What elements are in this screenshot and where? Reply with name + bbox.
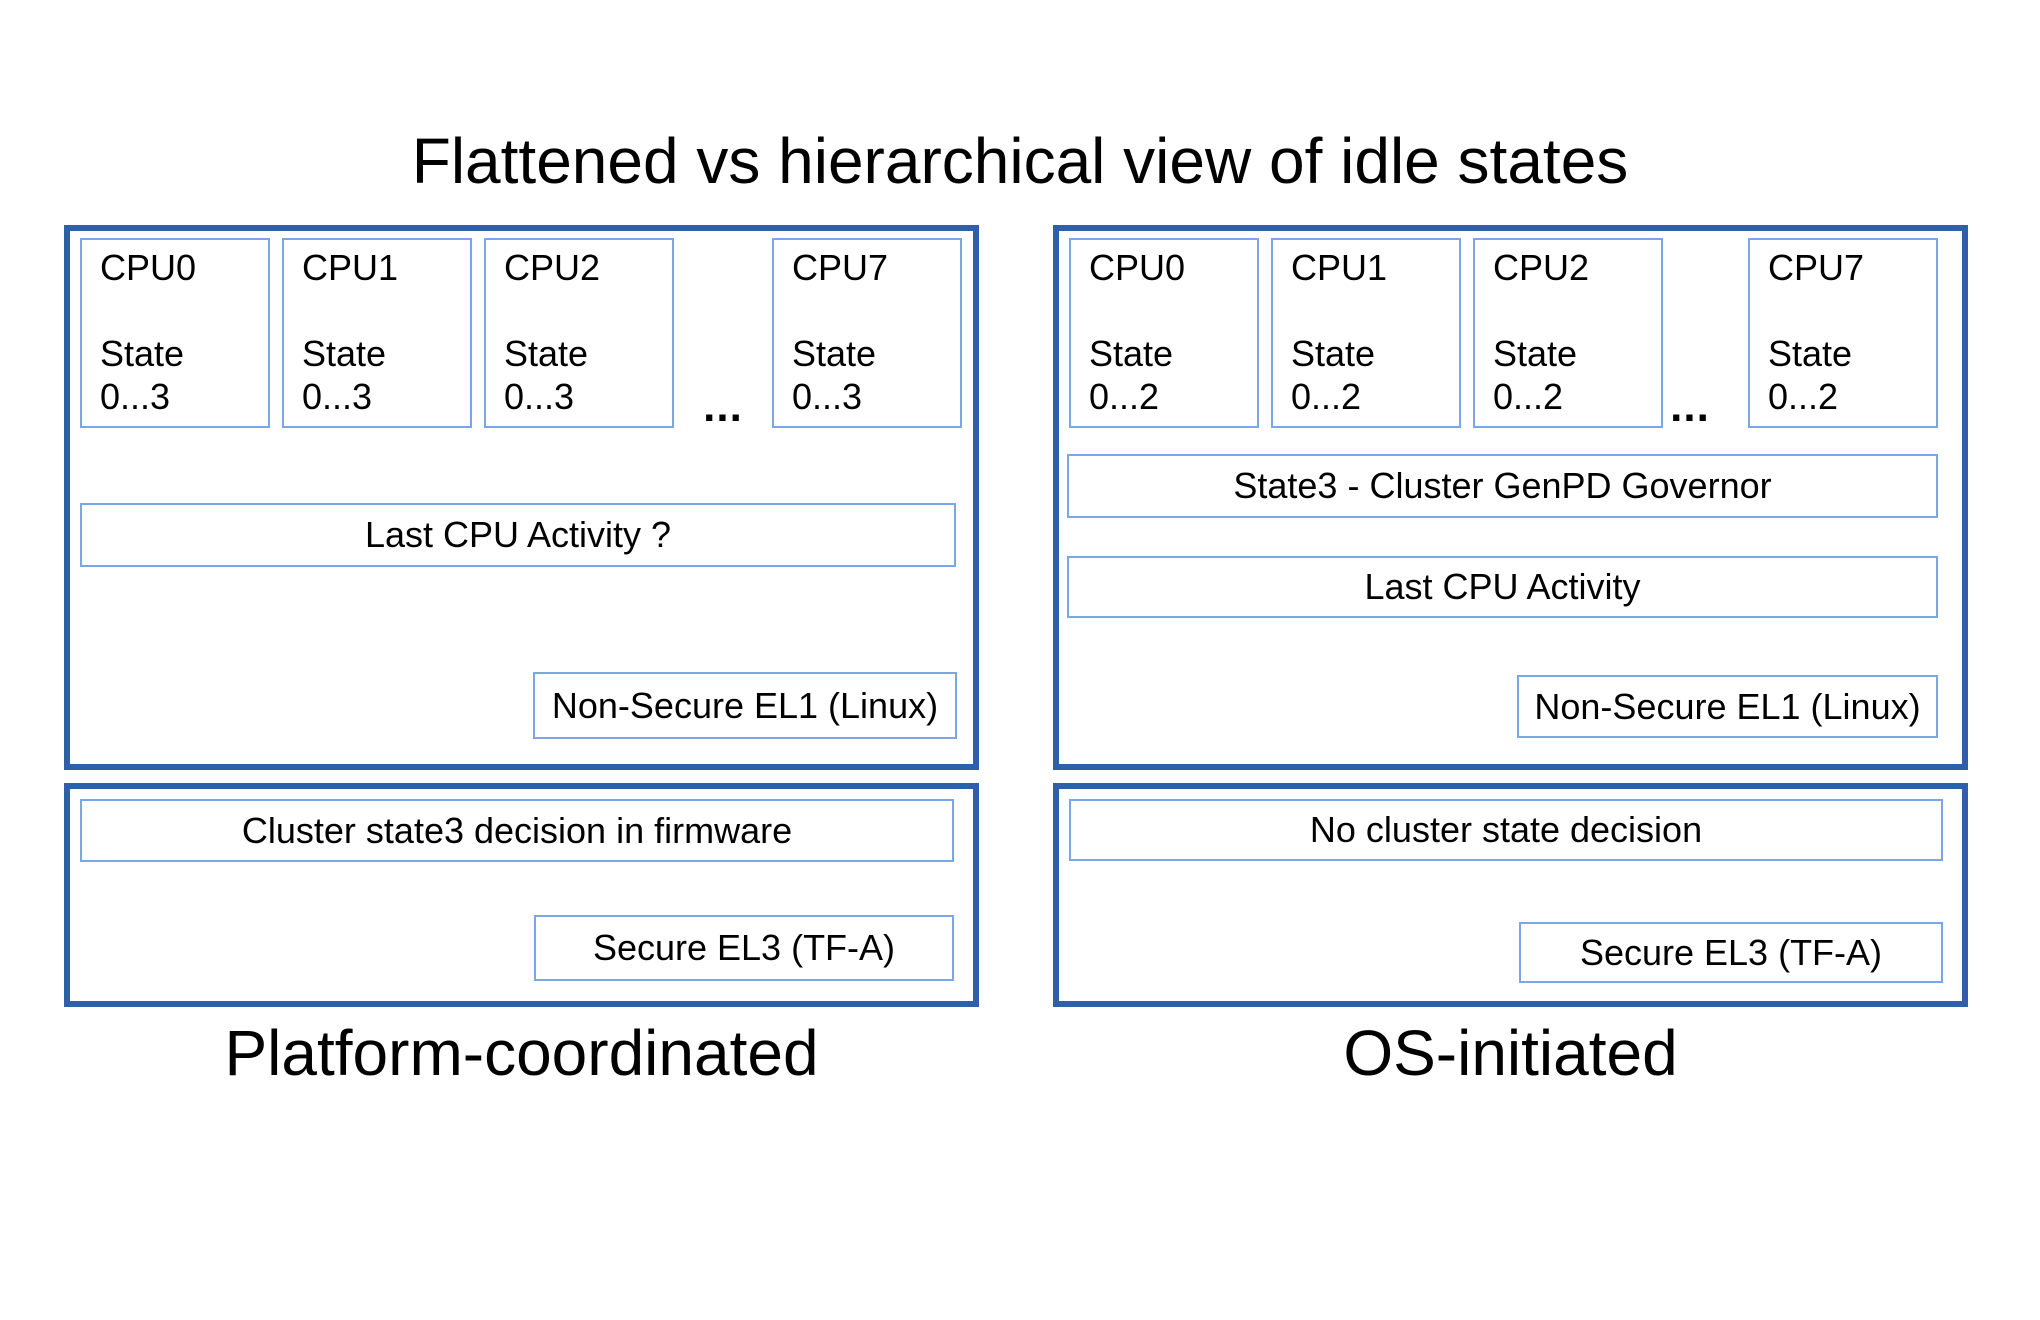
pc-cpu7-box: CPU7 State 0...3	[772, 238, 962, 428]
pc-nonsecure-el1-panel: CPU0 State 0...3 CPU1 State 0...3 CPU2 S…	[64, 225, 979, 770]
pc-cpu0-state-word: State	[100, 333, 185, 374]
osi-no-decision-box: No cluster state decision	[1069, 799, 1943, 861]
osi-cpu0-state-word: State	[1089, 333, 1174, 374]
pc-cpu1-label: CPU1	[302, 247, 399, 288]
pc-cpu2-box: CPU2 State 0...3	[484, 238, 674, 428]
osi-cpu1-label: CPU1	[1291, 247, 1388, 288]
pc-el1-label-box: Non-Secure EL1 (Linux)	[533, 672, 957, 739]
pc-cpu7-label: CPU7	[792, 247, 889, 288]
pc-cpu2-state-range: 0...3	[504, 376, 575, 417]
pc-cpu7-state-range: 0...3	[792, 376, 863, 417]
pc-cpu0-label: CPU0	[100, 247, 197, 288]
osi-cpu0-state-range: 0...2	[1089, 376, 1160, 417]
pc-cpu2-state-word: State	[504, 333, 589, 374]
osi-el1-label-box: Non-Secure EL1 (Linux)	[1517, 675, 1938, 738]
pc-cpu2-label: CPU2	[504, 247, 601, 288]
osi-cpu1-states: State 0...2	[1291, 332, 1451, 418]
pc-cpu0-box: CPU0 State 0...3	[80, 238, 270, 428]
pc-cpu7-state-word: State	[792, 333, 877, 374]
osi-secure-el3-panel: No cluster state decision Secure EL3 (TF…	[1053, 783, 1968, 1007]
osi-el3-label-box: Secure EL3 (TF-A)	[1519, 922, 1943, 983]
osi-cpu7-states: State 0...2	[1768, 332, 1928, 418]
osi-cpu1-state-range: 0...2	[1291, 376, 1362, 417]
osi-cpu-ellipsis: ...	[1670, 382, 1710, 431]
pc-last-cpu-activity-box: Last CPU Activity ?	[80, 503, 956, 567]
slide-title: Flattened vs hierarchical view of idle s…	[411, 125, 1629, 197]
osi-cpu0-box: CPU0 State 0...2	[1069, 238, 1259, 428]
osi-cpu7-label: CPU7	[1768, 247, 1865, 288]
osi-nonsecure-el1-panel: CPU0 State 0...2 CPU1 State 0...2 CPU2 S…	[1053, 225, 1968, 770]
osi-cpu7-state-range: 0...2	[1768, 376, 1839, 417]
osi-last-cpu-activity-box: Last CPU Activity	[1067, 556, 1938, 618]
pc-cluster-decision-box: Cluster state3 decision in firmware	[80, 799, 954, 862]
osi-cpu0-label: CPU0	[1089, 247, 1186, 288]
osi-cpu2-label: CPU2	[1493, 247, 1590, 288]
osi-cpu7-state-word: State	[1768, 333, 1853, 374]
osi-cpu2-state-word: State	[1493, 333, 1578, 374]
osi-cpu0-states: State 0...2	[1089, 332, 1249, 418]
osi-genpd-governor-box: State3 - Cluster GenPD Governor	[1067, 454, 1938, 518]
osi-cpu2-states: State 0...2	[1493, 332, 1653, 418]
pc-el3-label-box: Secure EL3 (TF-A)	[534, 915, 954, 981]
pc-cpu2-states: State 0...3	[504, 332, 664, 418]
osi-cpu1-box: CPU1 State 0...2	[1271, 238, 1461, 428]
pc-cpu1-box: CPU1 State 0...3	[282, 238, 472, 428]
pc-cpu1-states: State 0...3	[302, 332, 462, 418]
pc-cpu1-state-word: State	[302, 333, 387, 374]
osi-cpu2-box: CPU2 State 0...2	[1473, 238, 1663, 428]
osi-caption: OS-initiated	[1343, 1017, 1678, 1089]
pc-cpu0-state-range: 0...3	[100, 376, 171, 417]
osi-cpu7-box: CPU7 State 0...2	[1748, 238, 1938, 428]
osi-cpu2-state-range: 0...2	[1493, 376, 1564, 417]
pc-secure-el3-panel: Cluster state3 decision in firmware Secu…	[64, 783, 979, 1007]
pc-caption: Platform-coordinated	[224, 1017, 819, 1089]
pc-cpu-ellipsis: ...	[703, 382, 743, 431]
osi-cpu1-state-word: State	[1291, 333, 1376, 374]
pc-cpu1-state-range: 0...3	[302, 376, 373, 417]
pc-cpu7-states: State 0...3	[792, 332, 952, 418]
pc-cpu0-states: State 0...3	[100, 332, 260, 418]
